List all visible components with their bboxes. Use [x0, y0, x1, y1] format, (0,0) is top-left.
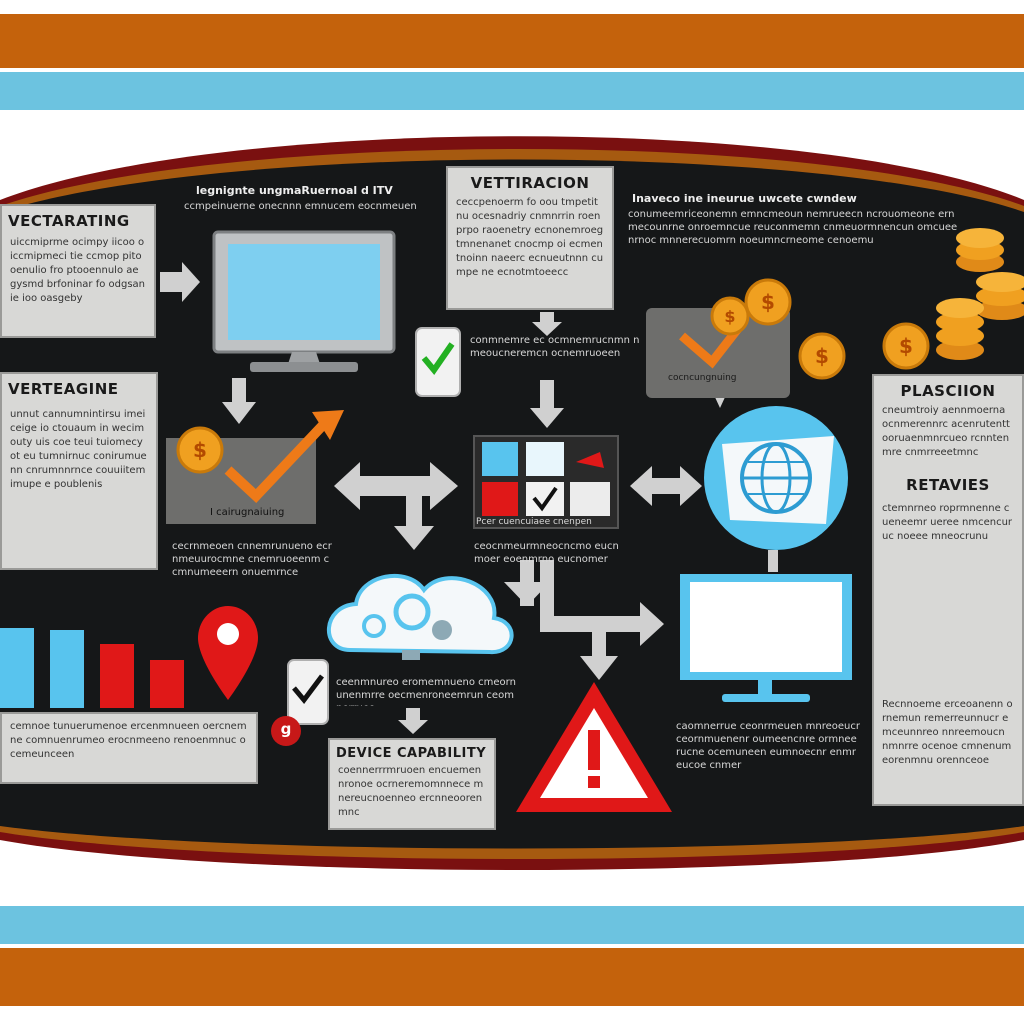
- panel-device-title: DEVICE CAPABILITY: [336, 746, 487, 761]
- arrow-down-1: [222, 378, 256, 424]
- panel-top-center-body: ceccpenoerm fo oou tmpetitnu ocesnadriy …: [456, 197, 604, 278]
- arrow-down-6: [398, 708, 428, 734]
- panel-top-left-title: VECTARATING: [8, 212, 130, 230]
- top-sky-band: [0, 72, 1024, 110]
- panel-device-body: coennerrrmruoen encuemennronoe ocrneremo…: [338, 765, 484, 818]
- panel-top-left-body: uiccmiprme ocimpy iicoo oiccmipmeci tie …: [10, 237, 146, 304]
- monitor-header-caption: legnignte ungmaRuernoal d ITV: [196, 184, 393, 197]
- center-note-caption: ceocnmeurmneocncmo eucnmoer eoenmrno euc…: [474, 541, 619, 565]
- coin-stack-illustration: [882, 228, 1024, 370]
- warning-icon: [516, 682, 672, 812]
- location-pin-icon: [198, 606, 258, 700]
- right-note-caption: caomnerrue ceonrmeuen mnreoeucr ceornmue…: [676, 721, 860, 771]
- arrow-down-5: [580, 632, 618, 680]
- arrow-down-4: [394, 496, 434, 550]
- monitor-sub-caption: ccmpeinuerne onecnnn emnucem eocnmeuen: [184, 201, 417, 212]
- coin-dollar-2: $: [761, 290, 775, 314]
- panel-top-center-title: VETTIRACION: [470, 174, 590, 192]
- bottom-brown-band: [0, 948, 1024, 1006]
- arrow-down-3: [530, 380, 564, 428]
- check-icon: [421, 342, 455, 375]
- trend-box: [166, 410, 344, 524]
- phone-check-illustration-2: [287, 659, 329, 725]
- bar-1: [0, 628, 34, 708]
- arrow-double-right: [630, 466, 702, 506]
- check-note-caption: conmnemre ec ocmnemrucnmn nmeoucneremcn …: [470, 335, 640, 359]
- panel-right: PLASCIION cneumtroiy aennmoerna ocnmeren…: [872, 374, 1024, 806]
- app-grid-illustration: [473, 435, 619, 529]
- panel-left-mid-body: unnut cannumnintirsu imeiceige io ctouau…: [10, 409, 147, 490]
- monitor-illustration: [212, 230, 396, 372]
- arrow-double-left: [334, 462, 458, 510]
- arrows: [160, 262, 726, 734]
- panel-right-body2: ctemnrneo roprmnenne cueneemr ueree nmce…: [882, 503, 1013, 542]
- arrow-right-1: [160, 262, 200, 302]
- bottom-sky-band: [0, 906, 1024, 944]
- orange-box-label: cocncungnuing: [668, 373, 737, 383]
- cloud-illustration: [326, 574, 514, 660]
- coin-dollar-5: $: [193, 438, 207, 462]
- monitor-illustration-2: [680, 574, 852, 702]
- panel-top-left: VECTARATING uiccmiprme ocimpy iicoo oicc…: [0, 204, 156, 338]
- panel-bottom-left: cemnoe tunuerumenoe ercenmnueen oercnemn…: [0, 712, 258, 784]
- badge-label: g: [280, 720, 292, 738]
- arrow-elbow-right: [540, 560, 664, 646]
- panel-left-mid: VERTEAGINE unnut cannumnintirsu imeiceig…: [0, 372, 158, 570]
- top-brown-band: [0, 14, 1024, 68]
- panel-right-body: cneumtroiy aennmoerna ocnmerennrc acenru…: [882, 405, 1010, 458]
- cloud-note-caption: ceenmnureo eromemnueno cmeornunenmrre oe…: [336, 677, 516, 706]
- panel-bottom-left-body: cemnoe tunuerumenoe ercenmnueen oercnemn…: [10, 721, 247, 760]
- bar-3: [100, 644, 134, 708]
- coin-dollar-3: $: [815, 344, 829, 368]
- phone-check-illustration: [415, 327, 461, 397]
- panel-left-mid-title: VERTEAGINE: [8, 380, 119, 398]
- panel-right-body3: Recnnoeme erceoanenn ornemun remerreunnu…: [882, 699, 1013, 766]
- panel-top-center: VETTIRACION ceccpenoerm fo oou tmpetitnu…: [446, 166, 614, 310]
- globe-illustration: [704, 406, 848, 572]
- panel-device-capability: DEVICE CAPABILITY coennerrrmruoen encuem…: [328, 738, 496, 830]
- orange-check-box: [646, 308, 790, 398]
- coin-dollar-1: $: [724, 307, 735, 326]
- arrow-split-2: [504, 582, 550, 606]
- top-right-header-caption: Inaveco ine ineurue uwcete cwndew: [632, 192, 857, 205]
- bar-2: [50, 630, 84, 708]
- trend-label: I cairugnaiuing: [210, 507, 285, 518]
- bar-4: [150, 660, 184, 708]
- panel-right-subtitle: RETAVIES: [906, 476, 990, 494]
- coin-dollar-4: $: [899, 334, 913, 358]
- arrow-up-small: [714, 395, 726, 408]
- coin-icon-group-1: [710, 278, 846, 380]
- top-right-body-caption: conumeemriceonemn emncmeoun nemrueecn nc…: [628, 209, 958, 246]
- badge-circle: [271, 716, 301, 746]
- arrow-down-2: [532, 312, 562, 336]
- bar-chart: [0, 628, 184, 708]
- left-note-caption: cecrnmeoen cnnemrunueno ecrnmeuurocmne c…: [172, 541, 332, 578]
- app-grid-label: Pcer cuencuiaee cnenpen: [476, 517, 592, 527]
- panel-right-title: PLASCIION: [900, 382, 996, 400]
